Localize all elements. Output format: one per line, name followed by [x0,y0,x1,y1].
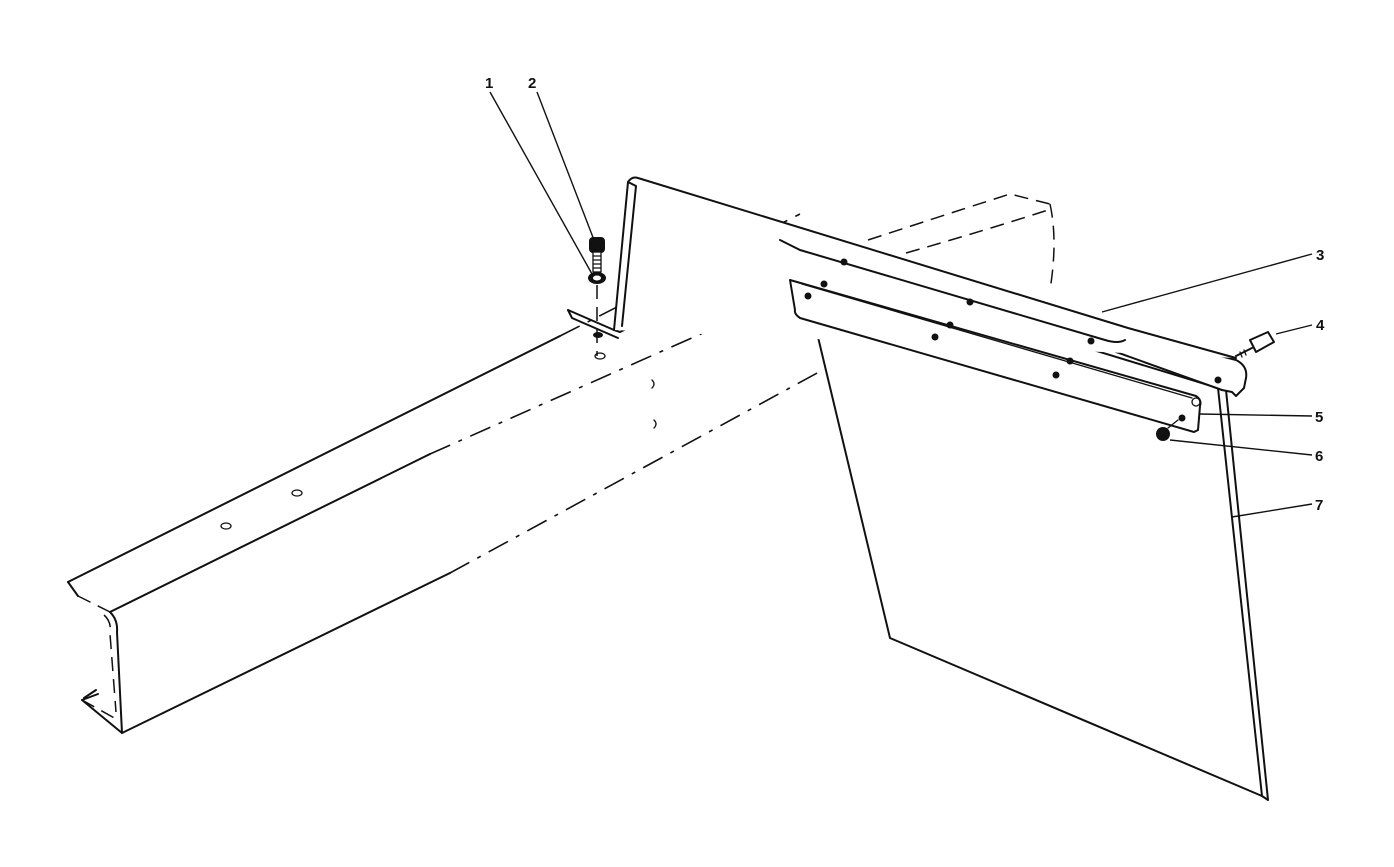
callout-1: 1 [485,75,493,92]
callout-5: 5 [1315,409,1323,426]
callout-4: 4 [1316,317,1325,334]
callout-7: 7 [1315,497,1323,514]
nut-6 [1156,419,1179,441]
callouts: 1 2 3 4 5 6 7 [485,75,1325,518]
callout-6: 6 [1315,448,1323,465]
callout-2: 2 [528,75,536,92]
mounting-bracket [567,176,1248,397]
washer-1 [588,272,606,356]
callout-3: 3 [1316,247,1324,264]
bolt-4 [1235,331,1275,358]
frame-rail [67,213,831,734]
retainer-strip [789,279,1202,433]
phantom-outline [867,193,1055,291]
bolt-2 [589,237,605,273]
